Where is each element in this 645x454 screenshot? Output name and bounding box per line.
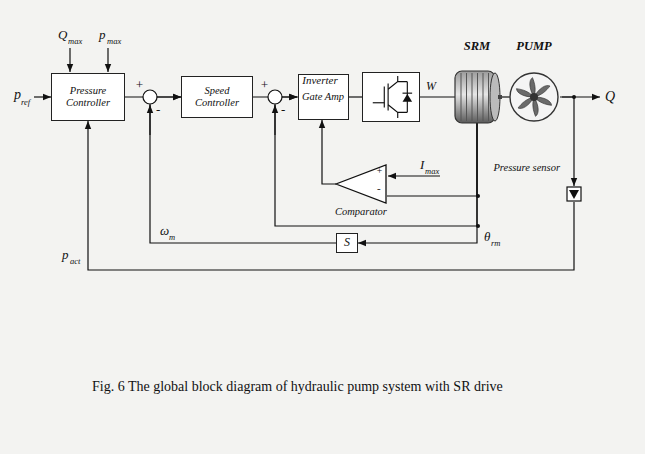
- signal-label: p: [99, 28, 106, 41]
- signal-connector: [387, 123, 477, 196]
- signal-label: p: [14, 88, 21, 102]
- figure-caption: Fig. 6 The global block diagram of hydra…: [92, 378, 562, 397]
- subscript: m: [169, 233, 175, 242]
- flow-output-line: [562, 96, 600, 97]
- signal-label: ω: [160, 224, 169, 237]
- ref-input-line: [34, 96, 51, 97]
- node-label: Pressure Controller: [55, 85, 121, 108]
- node-label: PUMP: [434, 40, 634, 54]
- signal-label: -: [281, 103, 285, 116]
- signal-connector: [88, 121, 574, 270]
- signal-label: Q: [58, 28, 67, 41]
- subscript: max: [107, 37, 121, 46]
- node-label: S: [344, 236, 350, 249]
- signal-connector: [349, 96, 363, 97]
- signal-label: -: [156, 103, 160, 116]
- inverter-box: Inverter: [362, 72, 420, 122]
- subscript: ref: [21, 98, 30, 107]
- pmax-input-line: [107, 48, 108, 72]
- signal-label: I: [420, 158, 424, 171]
- imax-input-line: [388, 175, 440, 176]
- inverter-box-outline: [363, 73, 419, 121]
- signal-label: +: [260, 78, 269, 91]
- feedback-arrow: [149, 105, 150, 135]
- node-label: Comparator: [261, 206, 461, 218]
- process-box: Pressure Controller: [51, 73, 125, 121]
- pressure-sensor: Pressure sensor: [566, 186, 582, 202]
- pump-symbol-outline: [506, 66, 562, 128]
- motor-symbol: SRM: [452, 66, 502, 128]
- process-box: Speed Controller: [181, 76, 253, 118]
- subscript: max: [425, 167, 439, 176]
- junction-dot: [476, 224, 480, 228]
- integrator-box: S: [336, 233, 358, 253]
- pump-symbol: PUMP: [506, 66, 562, 128]
- signal-label: Q: [605, 90, 615, 104]
- summing-junction: [143, 90, 157, 104]
- signal-connector: [322, 120, 336, 184]
- node-label: Pressure sensor: [360, 162, 560, 174]
- node-label: Gate Amp: [302, 91, 344, 103]
- signal-label: p: [62, 248, 69, 261]
- subscript: rm: [491, 239, 500, 248]
- summing-junction: [268, 90, 282, 104]
- signal-connector: [560, 97, 574, 186]
- subscript: act: [70, 257, 80, 266]
- pressure-sensor-outline: [566, 186, 582, 202]
- node-label: Inverter: [292, 74, 348, 86]
- qmax-input-line: [69, 48, 70, 72]
- feedback-arrow: [274, 105, 275, 135]
- node-label: Speed Controller: [185, 85, 249, 108]
- junction-dot: [476, 194, 480, 198]
- signal-label: +: [376, 166, 383, 176]
- subscript: max: [68, 37, 82, 46]
- signal-label: +: [135, 78, 144, 91]
- signal-connector: [420, 96, 455, 97]
- junction-dot: [572, 95, 576, 99]
- motor-symbol-outline: [452, 66, 502, 128]
- signal-label: W: [426, 80, 436, 92]
- signal-label: θ: [484, 230, 490, 243]
- signal-label: -: [377, 183, 381, 194]
